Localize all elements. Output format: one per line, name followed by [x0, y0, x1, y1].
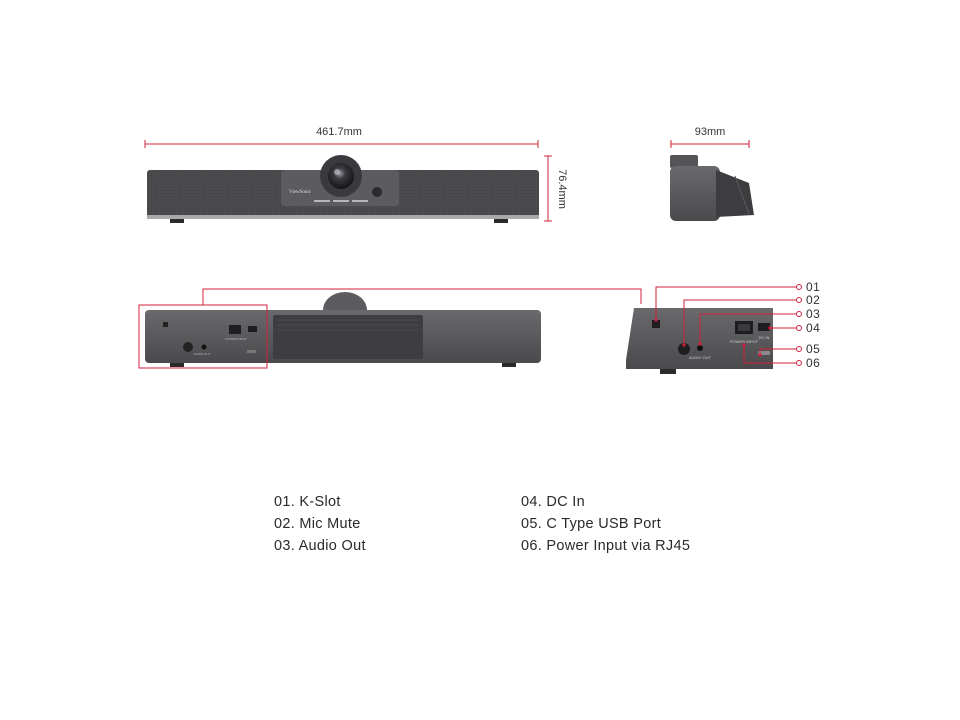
- marker-04: [796, 325, 802, 331]
- depth-dimension-label: 93mm: [695, 126, 726, 138]
- callout-02: 02: [806, 293, 820, 307]
- camera-lens: [328, 163, 354, 189]
- zoom-audio-out-label: AUDIO OUT: [689, 355, 712, 360]
- marker-05: [796, 346, 802, 352]
- back-left-foot: [170, 363, 184, 367]
- width-dimension-line: [144, 140, 539, 148]
- zoom-dc-port: [758, 323, 770, 331]
- width-dimension-label: 461.7mm: [316, 126, 362, 138]
- legend-item-usb-c: 05. C Type USB Port: [521, 516, 662, 532]
- camera-lens-glint: [334, 169, 340, 175]
- zoom-rj45-inner: [738, 324, 750, 331]
- back-audio-out-jack: [201, 344, 207, 350]
- side-view: 93mm: [670, 126, 754, 221]
- back-recess-ridges: [278, 319, 418, 331]
- back-view: POWER INPUT AUDIO OUT: [138, 288, 642, 369]
- callout-01: 01: [806, 280, 820, 294]
- back-mic-mute-button: [183, 342, 193, 352]
- side-body: [670, 166, 720, 221]
- depth-dimension-line: [670, 140, 750, 148]
- leader-02: [683, 299, 796, 345]
- front-base-strip: [147, 215, 539, 219]
- zoom-kslot: [652, 320, 660, 328]
- height-dimension-label: 76.4mm: [556, 169, 568, 209]
- height-dimension-line: [544, 155, 552, 222]
- front-right-foot: [494, 219, 508, 223]
- back-right-foot: [502, 363, 516, 367]
- zoom-mic-mute-button: [678, 343, 690, 355]
- front-view: 461.7mm 76.4mm ViewSonic: [144, 126, 568, 223]
- zoom-audio-out-jack: [697, 345, 703, 351]
- callout-04: 04: [806, 321, 820, 335]
- callout-leaders: [655, 286, 796, 364]
- back-audio-out-label: AUDIO OUT: [194, 352, 211, 356]
- callout-05: 05: [806, 342, 820, 356]
- legend-item-dc-in: 04. DC In: [521, 494, 585, 510]
- legend-item-audio-out: 03. Audio Out: [274, 538, 366, 554]
- legend-item-kslot: 01. K-Slot: [274, 494, 341, 510]
- front-left-foot: [170, 219, 184, 223]
- marker-06: [796, 360, 802, 366]
- side-wedge: [716, 170, 754, 217]
- side-wedge-edge: [734, 175, 750, 215]
- zoom-power-input-label: POWER INPUT: [730, 339, 759, 344]
- side-camera-top: [670, 155, 698, 168]
- leader-01: [655, 286, 796, 320]
- zoom-connector-line: [202, 288, 642, 305]
- legend-right-column: 04. DC In 05. C Type USB Port 06. Power …: [521, 491, 690, 557]
- callout-03: 03: [806, 307, 820, 321]
- back-power-input-label: POWER INPUT: [225, 337, 246, 341]
- leader-06: [743, 345, 796, 364]
- brand-logo: ViewSonic: [289, 190, 312, 195]
- legend-item-mic-mute: 02. Mic Mute: [274, 516, 361, 532]
- marker-01: [796, 284, 802, 290]
- back-kslot: [163, 322, 168, 327]
- leader-05: [759, 348, 796, 355]
- callout-dots: [654, 318, 772, 357]
- leader-03: [699, 313, 796, 344]
- callout-06: 06: [806, 356, 820, 370]
- back-mount-recess: [273, 315, 423, 359]
- zoomed-back-view: POWER INPUT DC IN AUDIO OUT: [626, 280, 820, 374]
- marker-02: [796, 297, 802, 303]
- callout-markers: [796, 284, 802, 366]
- back-usbc-port: [247, 350, 256, 353]
- back-camera-dome: [323, 292, 367, 310]
- zoom-dc-in-label: DC IN: [759, 335, 770, 340]
- marker-03: [796, 311, 802, 317]
- back-rj45-port: [229, 325, 241, 334]
- legend-left-column: 01. K-Slot 02. Mic Mute 03. Audio Out: [274, 491, 366, 557]
- back-dc-port: [248, 326, 257, 332]
- legend-item-power-rj45: 06. Power Input via RJ45: [521, 538, 691, 554]
- front-sensor-icon: [372, 187, 382, 197]
- zoom-foot: [660, 369, 676, 374]
